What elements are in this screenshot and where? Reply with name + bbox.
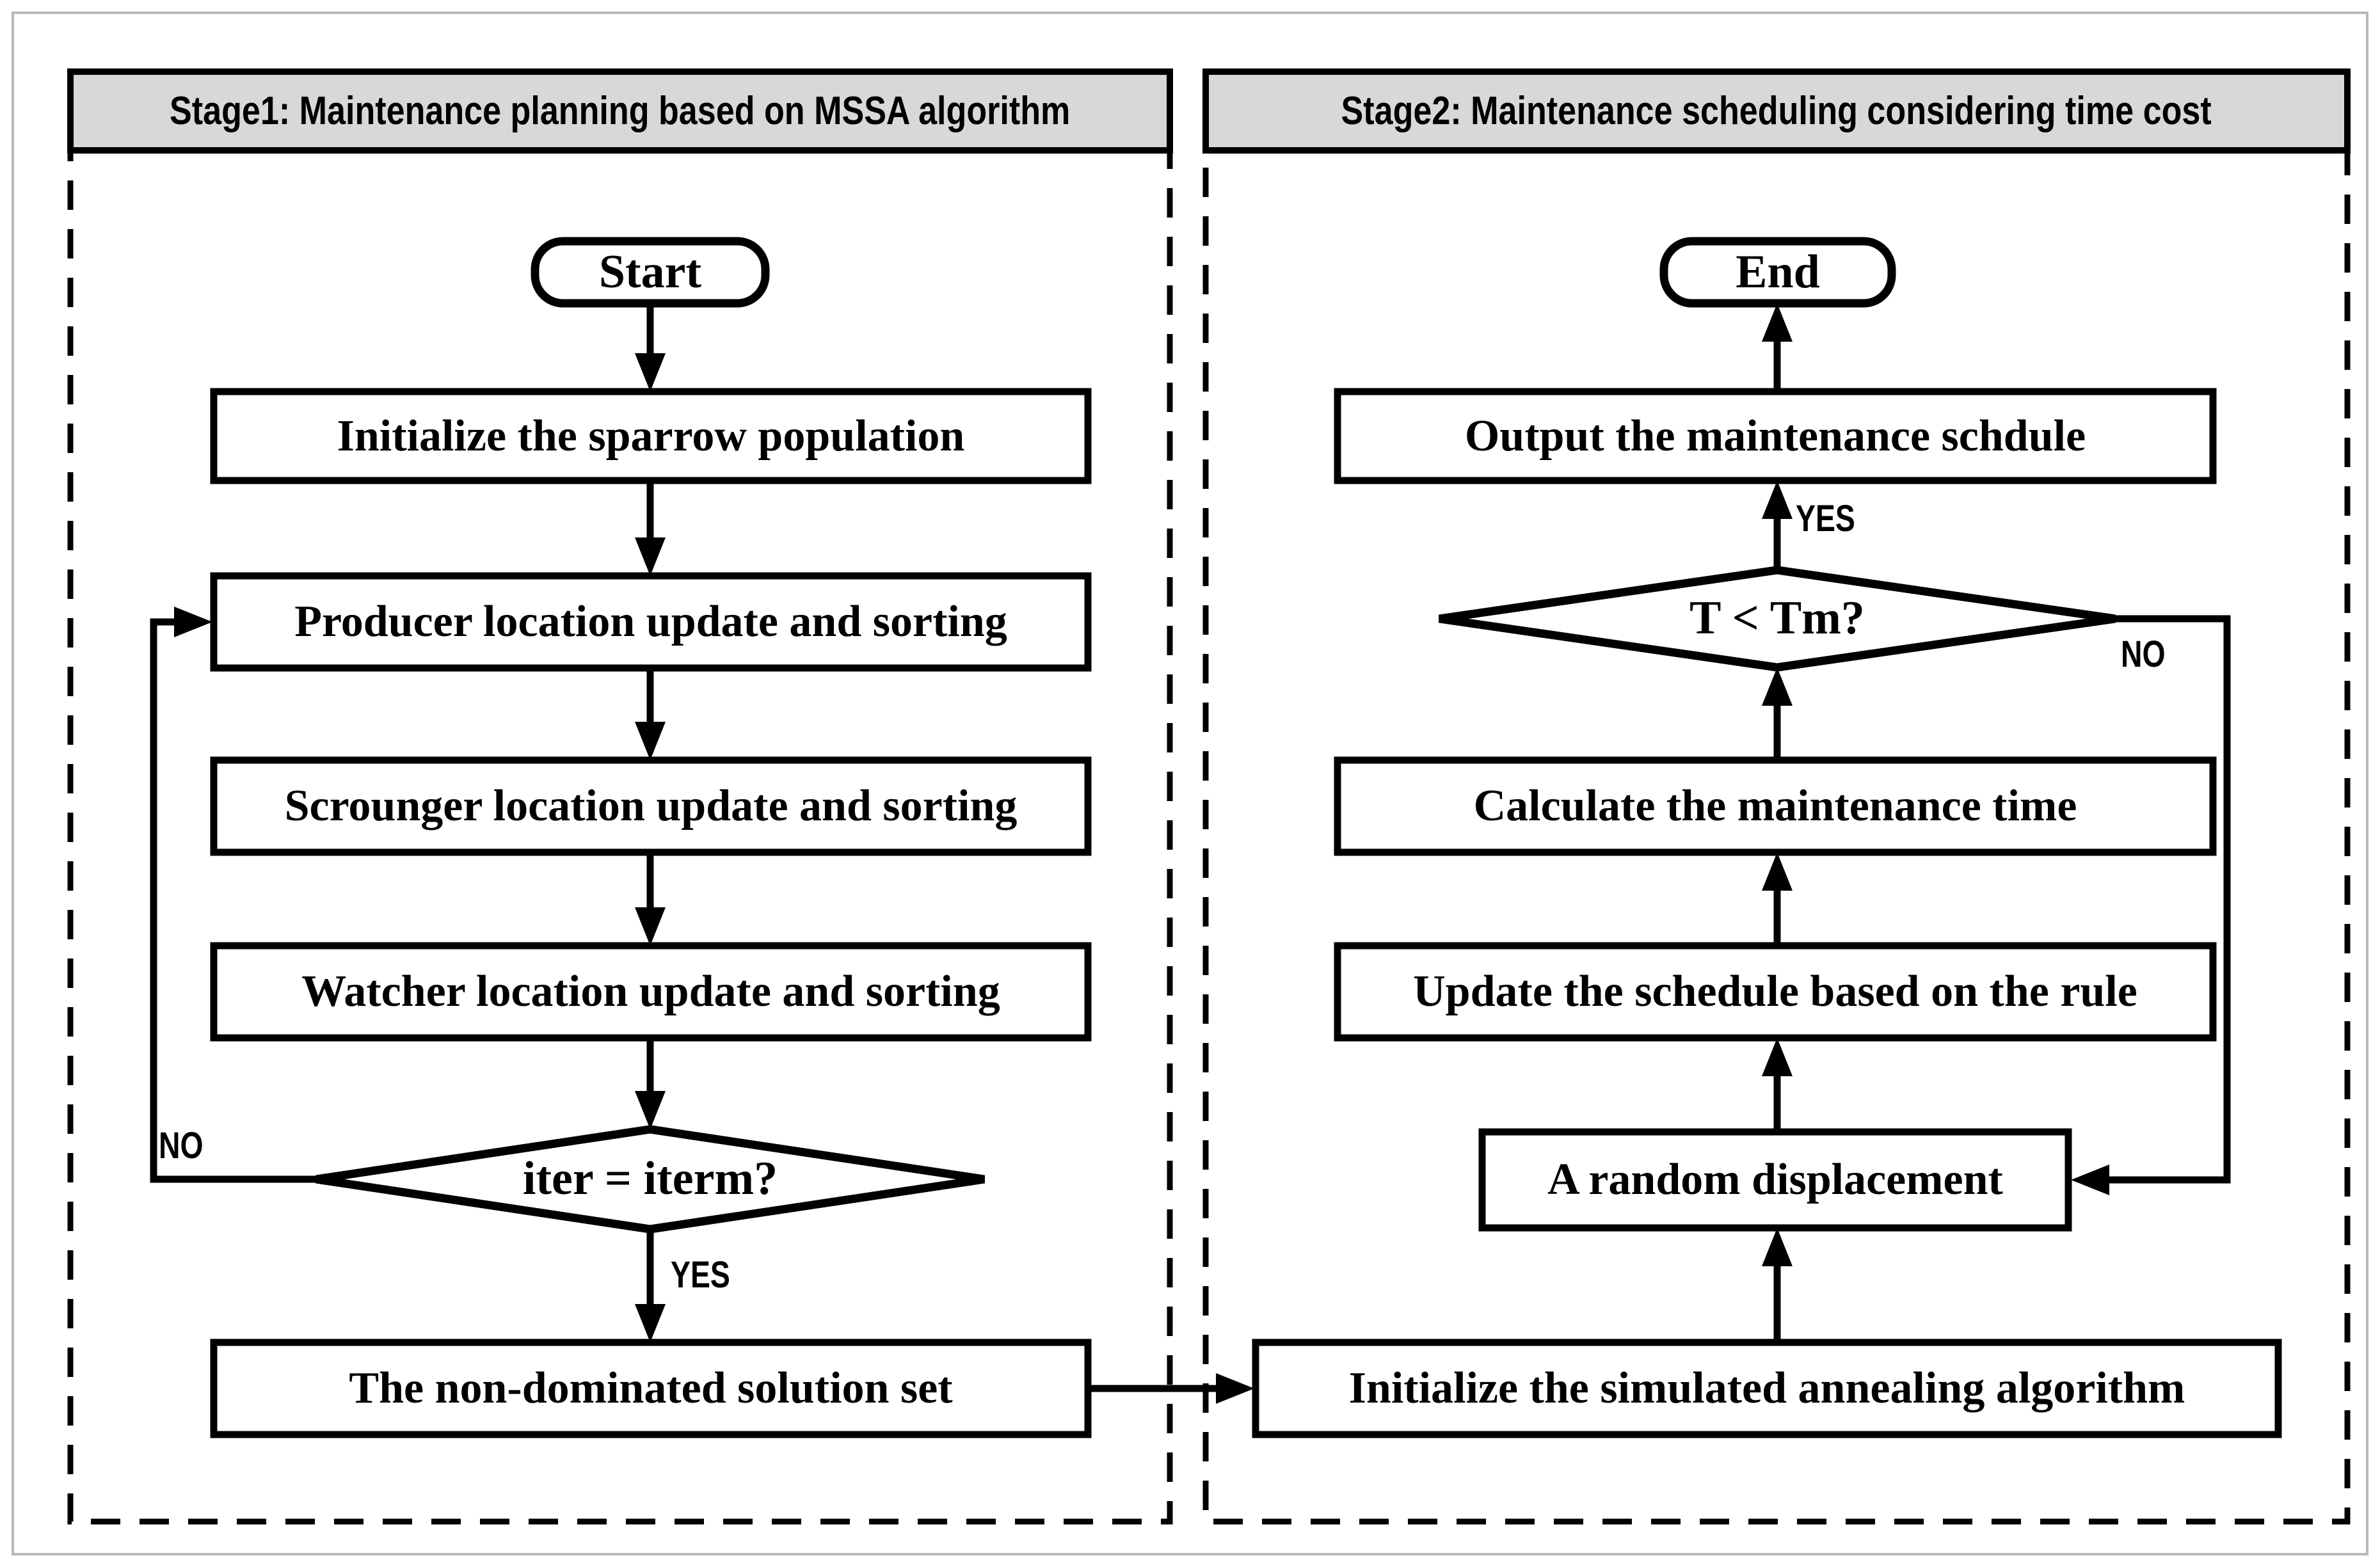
non-dominated-node xyxy=(210,1339,1092,1438)
stage2-header-bar xyxy=(1202,68,2351,154)
calc-time-node xyxy=(1334,756,2217,856)
producer-label: Producer location update and sorting xyxy=(294,597,1007,647)
stage1-yes-text: YES xyxy=(671,1253,730,1296)
scrounger-label: Scrounger location update and sorting xyxy=(284,781,1018,831)
stage1-header-bar xyxy=(67,68,1173,154)
stage2-panel-border xyxy=(1202,68,2351,1525)
init-population-node xyxy=(210,388,1092,484)
stage1-no-text: NO xyxy=(159,1124,204,1166)
init-population-label: Initialize the sparrow population xyxy=(337,411,965,461)
end-node xyxy=(1659,237,1896,308)
stage1-arrows xyxy=(150,303,1254,1404)
iter-check-diamond xyxy=(315,1125,985,1234)
image-frame xyxy=(12,12,2368,1555)
stage2-header-label: Stage2: Maintenance scheduling consideri… xyxy=(1341,88,2212,133)
output-schedule-label: Output the maintenance schdule xyxy=(1464,411,2086,461)
end-label: End xyxy=(1736,245,1820,298)
scrounger-node xyxy=(210,756,1092,856)
update-schedule-node xyxy=(1334,942,2217,1042)
iter-check-label: iter = iterm? xyxy=(522,1152,778,1205)
stage1-no-label: NO xyxy=(159,1124,214,1168)
init-sa-node xyxy=(1252,1339,2282,1438)
stage2-header: Stage2: Maintenance scheduling consideri… xyxy=(1206,72,2347,150)
stage2-arrows xyxy=(1762,303,2231,1342)
producer-node xyxy=(210,572,1092,672)
stage2-no-label: NO xyxy=(2121,632,2176,677)
calc-time-label: Calculate the maintenance time xyxy=(1473,781,2077,831)
init-sa-label: Initialize the simulated annealing algor… xyxy=(1348,1364,2185,1413)
start-label: Start xyxy=(598,245,702,298)
stage1-header-label: Stage1: Maintenance planning based on MS… xyxy=(170,88,1071,133)
t-check-label: T < Tm? xyxy=(1689,592,1865,645)
random-displacement-label: A random displacement xyxy=(1547,1155,2003,1205)
stage2-no-text: NO xyxy=(2121,633,2166,675)
stage2-yes-text: YES xyxy=(1796,497,1855,539)
random-displacement-node xyxy=(1478,1128,2072,1232)
stage1-header: Stage1: Maintenance planning based on MS… xyxy=(70,72,1170,150)
watcher-node xyxy=(210,942,1092,1042)
update-schedule-label: Update the schedule based on the rule xyxy=(1413,967,2137,1017)
stage1-yes-label: YES xyxy=(671,1253,745,1298)
non-dominated-label: The non-dominated solution set xyxy=(349,1364,953,1413)
watcher-label: Watcher location update and sorting xyxy=(301,967,1000,1017)
start-node xyxy=(531,237,770,308)
stage2-yes-label: YES xyxy=(1796,497,1870,541)
output-schedule-node xyxy=(1334,388,2217,484)
t-check-diamond xyxy=(1439,566,2116,672)
